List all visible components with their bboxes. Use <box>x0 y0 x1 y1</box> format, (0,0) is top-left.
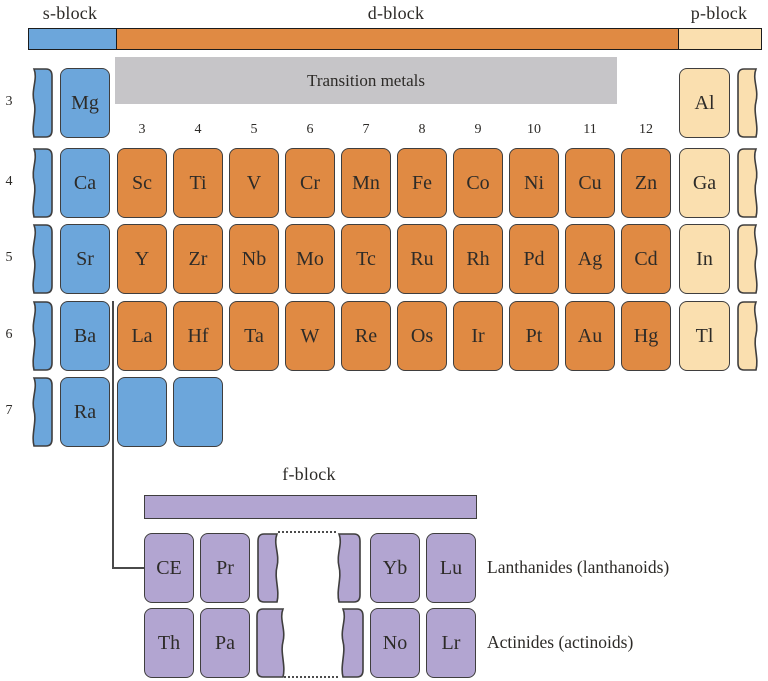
element-cell-sc: Sc <box>117 148 167 218</box>
group1-partial-cell <box>32 68 53 138</box>
element-cell-rh: Rh <box>453 224 503 294</box>
element-cell-ru: Ru <box>397 224 447 294</box>
ellipsis-dotted-line <box>284 676 338 678</box>
element-cell-yb: Yb <box>370 533 420 603</box>
element-cell-sr: Sr <box>60 224 110 294</box>
p-block-partial-cell <box>737 224 758 294</box>
group1-partial-cell <box>32 377 53 447</box>
f-block-partial-cell <box>256 608 285 678</box>
element-cell-no: No <box>370 608 420 678</box>
element-cell-mn: Mn <box>341 148 391 218</box>
element-cell-v: V <box>229 148 279 218</box>
group1-partial-cell <box>32 224 53 294</box>
ellipsis-dotted-line <box>278 531 336 533</box>
d-block-bar-segment <box>115 29 679 49</box>
element-cell-ca: Ca <box>60 148 110 218</box>
period-number-7: 7 <box>5 403 13 418</box>
period-number-3: 3 <box>5 94 13 109</box>
s-block-label: s-block <box>42 3 98 23</box>
element-cell-tc: Tc <box>341 224 391 294</box>
element-cell-nb: Nb <box>229 224 279 294</box>
p-block-partial-cell <box>737 301 758 371</box>
element-cell-pa: Pa <box>200 608 250 678</box>
group-number-4: 4 <box>194 122 202 137</box>
element-cell-ta: Ta <box>229 301 279 371</box>
element-cell-la: La <box>117 301 167 371</box>
group-number-11: 11 <box>583 122 597 137</box>
p-block-label: p-block <box>690 3 748 23</box>
element-cell-mo: Mo <box>285 224 335 294</box>
element-cell-cd: Cd <box>621 224 671 294</box>
element-cell-th: Th <box>144 608 194 678</box>
p-block-bar-segment <box>678 29 762 49</box>
element-cell-os: Os <box>397 301 447 371</box>
d-block-label: d-block <box>367 3 425 23</box>
element-cell-hg: Hg <box>621 301 671 371</box>
p-block-partial-cell <box>737 148 758 218</box>
element-cell-lr: Lr <box>426 608 476 678</box>
p-block-partial-cell <box>737 68 758 138</box>
element-cell-zn: Zn <box>621 148 671 218</box>
f-block-partial-cell <box>257 533 279 603</box>
element-cell-mg: Mg <box>60 68 110 138</box>
element-cell-ag: Ag <box>565 224 615 294</box>
group1-partial-cell <box>32 148 53 218</box>
f-block-label: f-block <box>282 464 336 484</box>
f-block-partial-cell <box>341 608 364 678</box>
element-cell-ba: Ba <box>60 301 110 371</box>
element-cell-au: Au <box>565 301 615 371</box>
element-cell-in: In <box>679 224 730 294</box>
group-number-3: 3 <box>138 122 146 137</box>
element-cell-ti: Ti <box>173 148 223 218</box>
element-cell-re: Re <box>341 301 391 371</box>
element-cell-co: Co <box>453 148 503 218</box>
group-number-7: 7 <box>362 122 370 137</box>
lanthanides-label: Lanthanides (lanthanoids) <box>487 557 670 577</box>
element-cell-tl: Tl <box>679 301 730 371</box>
period-number-6: 6 <box>5 327 13 342</box>
empty-cell-period7-2 <box>173 377 223 447</box>
period-number-5: 5 <box>5 250 13 265</box>
transition-metals-label: Transition metals <box>307 70 425 90</box>
element-cell-cr: Cr <box>285 148 335 218</box>
group-number-6: 6 <box>306 122 314 137</box>
f-block-bar <box>144 495 477 519</box>
group-number-12: 12 <box>639 122 653 137</box>
f-block-connector-vertical <box>112 301 114 569</box>
element-cell-pd: Pd <box>509 224 559 294</box>
actinides-label: Actinides (actinoids) <box>487 632 634 652</box>
period-number-4: 4 <box>5 174 13 189</box>
group-number-8: 8 <box>418 122 426 137</box>
element-cell-pr: Pr <box>200 533 250 603</box>
transition-metals-band: Transition metals <box>115 57 617 104</box>
group-number-10: 10 <box>527 122 541 137</box>
element-cell-al: Al <box>679 68 730 138</box>
element-cell-lu: Lu <box>426 533 476 603</box>
element-cell-ga: Ga <box>679 148 730 218</box>
element-cell-y: Y <box>117 224 167 294</box>
element-cell-zr: Zr <box>173 224 223 294</box>
group-number-9: 9 <box>474 122 482 137</box>
empty-cell-period7-1 <box>117 377 167 447</box>
f-block-connector-horizontal <box>112 567 145 569</box>
element-cell-w: W <box>285 301 335 371</box>
element-cell-ni: Ni <box>509 148 559 218</box>
group-number-5: 5 <box>250 122 258 137</box>
element-cell-pt: Pt <box>509 301 559 371</box>
group1-partial-cell <box>32 301 53 371</box>
element-cell-ra: Ra <box>60 377 110 447</box>
f-block-partial-cell <box>337 533 361 603</box>
element-cell-fe: Fe <box>397 148 447 218</box>
block-color-bar <box>28 28 762 50</box>
s-block-bar-segment <box>29 29 116 49</box>
element-cell-ce: CE <box>144 533 194 603</box>
element-cell-cu: Cu <box>565 148 615 218</box>
element-cell-ir: Ir <box>453 301 503 371</box>
element-cell-hf: Hf <box>173 301 223 371</box>
